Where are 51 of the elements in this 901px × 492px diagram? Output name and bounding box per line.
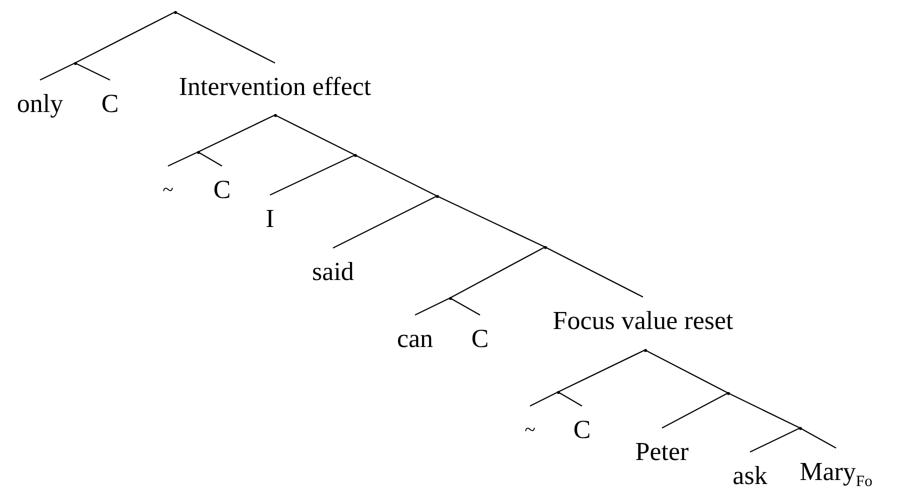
tree-branch — [198, 151, 222, 167]
tree-branch — [450, 246, 546, 299]
tree-branch — [800, 427, 836, 449]
tree-label: Peter — [635, 428, 689, 465]
branch-point — [354, 154, 356, 156]
tree-label: C — [101, 80, 119, 117]
tree-branch — [74, 11, 176, 64]
tree-label: ~ — [524, 406, 536, 440]
tree-label: ask — [732, 452, 768, 489]
tree-branch — [198, 114, 276, 153]
tree-branch — [270, 154, 356, 196]
tree-branch — [662, 392, 728, 429]
tree-branch — [414, 297, 450, 316]
branch-point — [174, 10, 176, 14]
branch-point — [798, 426, 802, 430]
tree-label: Intervention effect — [178, 63, 372, 100]
tree-label: Focus value reset — [552, 297, 734, 334]
branch-point — [544, 246, 546, 248]
branch-point — [448, 296, 452, 300]
tree-branch — [354, 154, 438, 197]
tree-branch — [544, 246, 644, 298]
tree-branch — [274, 114, 356, 156]
tree-branch — [750, 427, 800, 453]
tree-branch — [450, 297, 480, 316]
tree-branch — [436, 195, 546, 248]
tree-label: said — [312, 248, 354, 285]
tree-label: can — [396, 315, 434, 352]
branch-point — [196, 150, 200, 154]
tree-branch — [728, 392, 800, 429]
tree-branch — [558, 349, 646, 393]
tree-label: C — [573, 406, 591, 443]
branch-point — [74, 62, 76, 64]
tree-label: only — [16, 80, 64, 117]
tree-branch — [74, 62, 110, 81]
tree-label: C — [471, 315, 489, 352]
tree-branch — [40, 62, 76, 81]
tree-branch — [174, 11, 276, 64]
branch-point — [436, 194, 438, 198]
tree-label: Mary$_{Fo}$ — [800, 448, 872, 485]
branch-point — [726, 392, 730, 394]
branch-point — [274, 114, 276, 116]
tree-branch — [530, 391, 558, 407]
tree-label: I — [266, 195, 274, 232]
tree-label: C — [213, 166, 231, 203]
branch-point — [644, 348, 646, 352]
tree-label: ~ — [162, 166, 174, 200]
branch-point — [556, 390, 560, 394]
tree-branch — [168, 151, 198, 167]
tree-branch — [332, 195, 438, 249]
tree-branch — [558, 391, 582, 407]
tree-branch — [644, 349, 728, 394]
